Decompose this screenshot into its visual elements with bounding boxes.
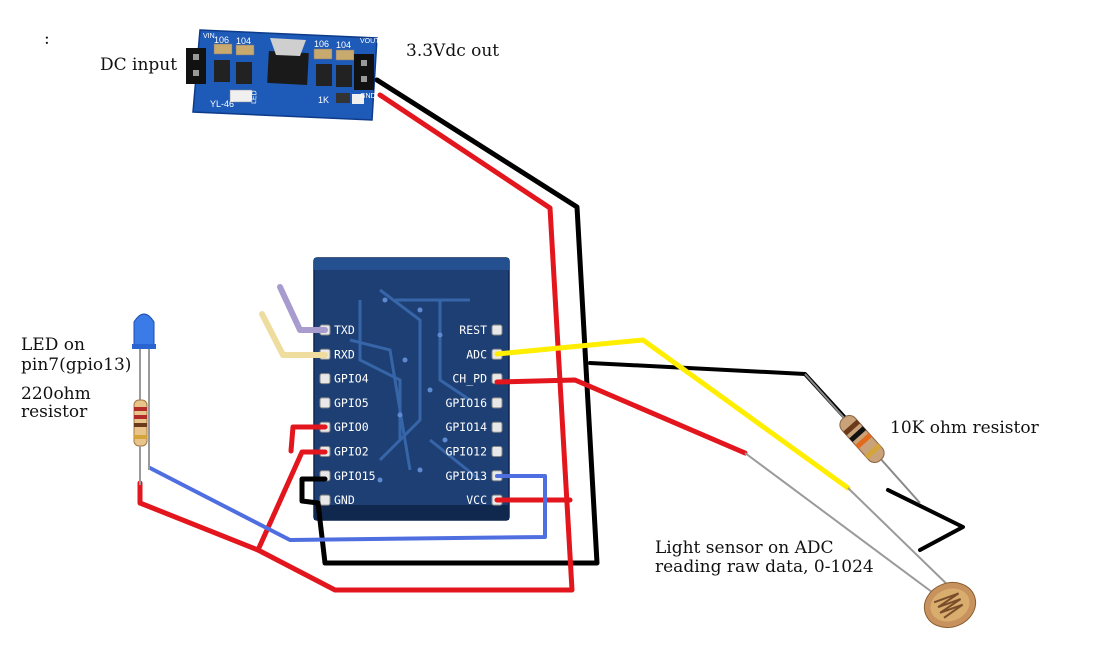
sensor-label-line1: Light sensor on ADC [655, 538, 834, 558]
cap-label-3: 106 [314, 39, 329, 49]
right-pin-label: GPIO14 [445, 420, 487, 434]
right-pin-pad [491, 324, 503, 336]
wire-yellow-adc [494, 337, 851, 491]
left-pin-label: GPIO5 [334, 396, 369, 410]
left-pin-pad [319, 397, 331, 409]
cap-label-1: 106 [214, 35, 229, 45]
wire-purple-txd [277, 284, 328, 333]
led-mark: LED [251, 90, 258, 104]
vin-mark: VIN [203, 33, 215, 40]
resistor-220ohm [133, 399, 148, 485]
left-pin-pad [319, 373, 331, 385]
voltage-regulator-board: 106 104 106 104 YL-46 LED 1K VIN VOUT GN… [186, 29, 380, 121]
blue-led [132, 313, 156, 470]
model-label: YL-46 [210, 99, 234, 109]
wire-red-gpio2 [255, 449, 328, 553]
right-pin-label: GPIO16 [445, 396, 487, 410]
resistor-mark: 1K [318, 95, 329, 105]
left-pin-label: GND [334, 493, 355, 507]
wire-tan-rxd [259, 311, 328, 358]
pcb-traces [349, 288, 481, 482]
right-pin-label: REST [459, 323, 487, 337]
input-header [186, 48, 206, 84]
right-pin-pad [491, 446, 503, 457]
vdc-out-label: 3.3Vdc out [406, 41, 499, 61]
cap-label-2: 104 [236, 36, 251, 46]
resistor-10k [804, 373, 921, 504]
dc-input-label: DC input [100, 55, 177, 75]
gnd-mark: GND [360, 93, 376, 100]
resistor-10k-label: 10K ohm resistor [890, 418, 1040, 438]
vout-mark: VOUT [360, 38, 380, 45]
wire-black-sensor [886, 488, 965, 552]
cap-label-4: 104 [336, 40, 351, 50]
left-pin-label: TXD [334, 323, 355, 337]
light-sensor [744, 452, 977, 629]
left-pin-label: GPIO15 [334, 469, 376, 483]
wire-red-vcc [137, 92, 575, 593]
left-pin-pad [319, 494, 331, 506]
right-pin-label: VCC [466, 493, 487, 507]
esp-module [313, 257, 510, 521]
right-pin-label: CH_PD [452, 372, 487, 386]
right-pin-label: GPIO12 [445, 445, 487, 459]
right-pin-label: ADC [466, 347, 487, 361]
led-label-line1: LED on [21, 335, 85, 355]
wire-black-ground [299, 77, 600, 566]
led-label-line2: pin7(gpio13) [21, 355, 131, 375]
left-pin-label: RXD [334, 347, 355, 361]
right-pin-label: GPIO13 [445, 469, 487, 483]
right-pin-pad [491, 421, 503, 433]
stray-mark: : [44, 29, 50, 49]
left-pin-label: GPIO0 [334, 420, 369, 434]
wire-red-ch-pd [494, 377, 748, 456]
sensor-label-line2: reading raw data, 0-1024 [655, 557, 874, 577]
led-label-line4: resistor [21, 402, 88, 422]
wire-blue-gpio13 [148, 466, 547, 542]
right-pin-pad [491, 397, 503, 409]
left-pin-label: GPIO4 [334, 372, 369, 386]
left-pin-label: GPIO2 [334, 445, 369, 459]
wire-red-gpio0 [288, 424, 328, 454]
output-header [354, 54, 374, 90]
led-label-line3: 220ohm [21, 384, 91, 404]
wires [137, 77, 965, 593]
